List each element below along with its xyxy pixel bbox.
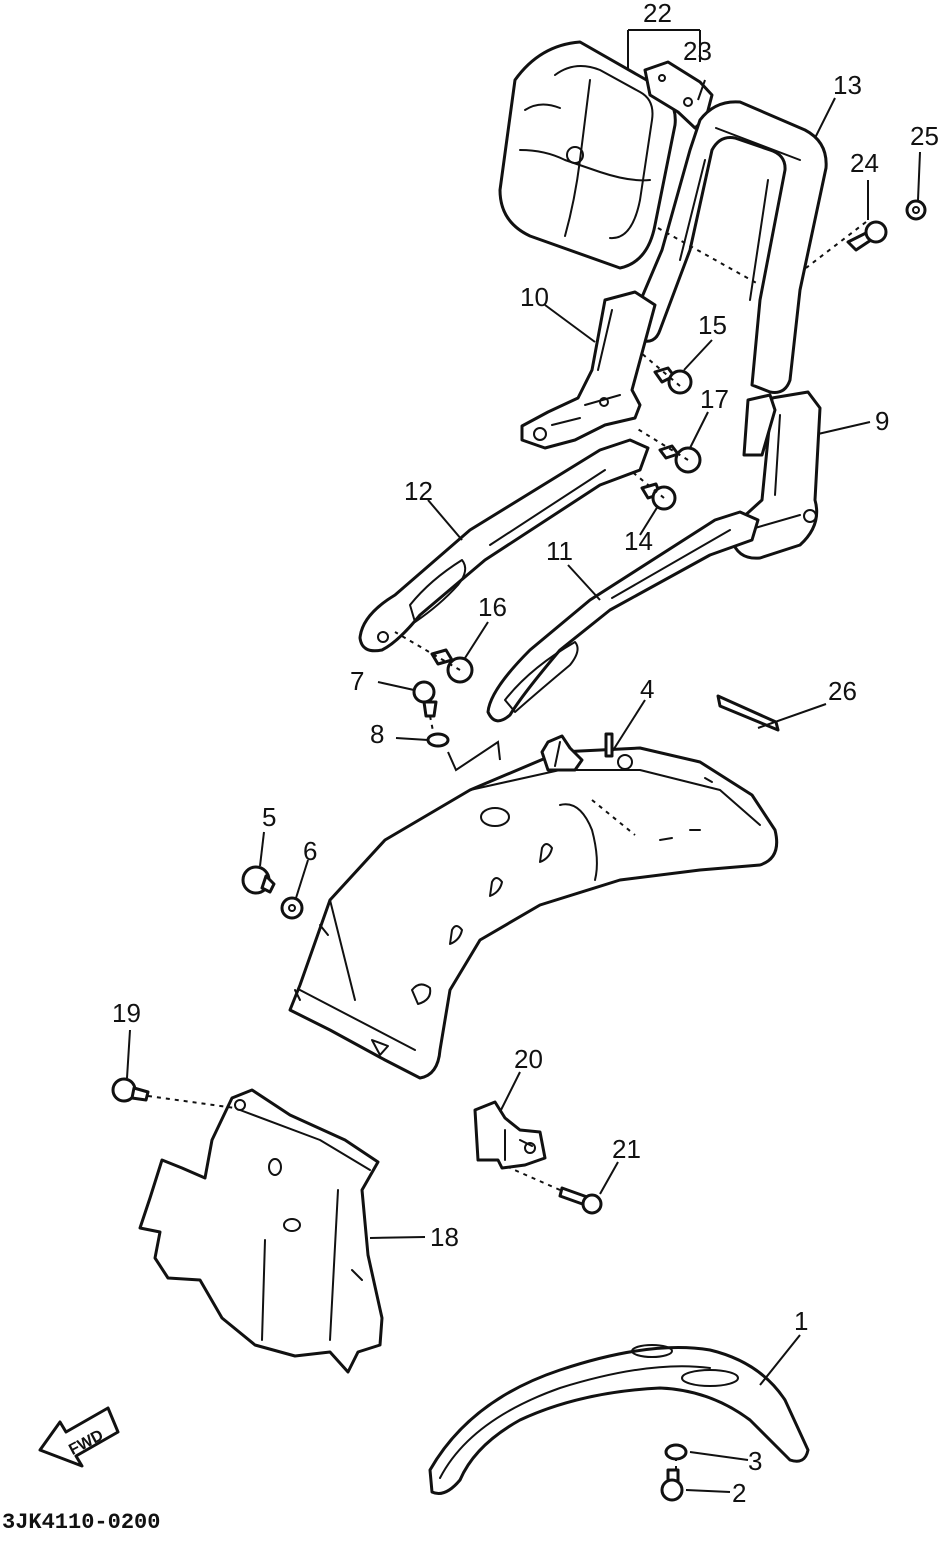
callout-18: 18 (430, 1222, 459, 1252)
bolt-19[interactable] (111, 1077, 150, 1103)
callout-26: 26 (828, 676, 857, 706)
grab-bar-left[interactable] (358, 438, 650, 653)
callout-20: 20 (514, 1044, 543, 1074)
callout-2: 2 (732, 1478, 746, 1508)
callout-19: 19 (112, 998, 141, 1028)
nut-6[interactable] (280, 896, 304, 920)
bolt-5[interactable] (241, 865, 276, 895)
nut-25[interactable] (905, 199, 927, 221)
backrest-pad[interactable] (498, 40, 677, 270)
callout-24: 24 (850, 148, 879, 178)
bolt-24[interactable] (846, 220, 888, 252)
callout-22: 22 (643, 0, 672, 28)
callout-14: 14 (624, 526, 653, 556)
callout-13: 13 (833, 70, 862, 100)
callout-17: 17 (700, 384, 729, 414)
callout-9: 9 (875, 406, 889, 436)
callout-8: 8 (370, 719, 384, 749)
fender-bolt-small[interactable] (604, 732, 614, 758)
front-fender[interactable] (428, 1344, 810, 1495)
callout-1: 1 (794, 1306, 808, 1336)
bolt-2[interactable] (660, 1468, 684, 1502)
callout-16: 16 (478, 592, 507, 622)
washer-8[interactable] (426, 732, 450, 748)
backrest-frame[interactable] (626, 100, 828, 394)
callout-11: 11 (546, 536, 573, 566)
cable-clamp[interactable] (473, 1100, 547, 1170)
callout-15: 15 (698, 310, 727, 340)
callout-numbers: 22 23 13 24 25 10 15 17 9 12 11 14 16 7 … (112, 0, 939, 1508)
grab-bar-right[interactable] (486, 510, 760, 723)
callout-6: 6 (303, 836, 317, 866)
callout-3: 3 (748, 1446, 762, 1476)
bolt-17[interactable] (658, 444, 702, 474)
screw-21[interactable] (558, 1186, 603, 1215)
fender-hook[interactable] (540, 734, 584, 772)
leader-lines (126, 29, 921, 1493)
callout-4: 4 (640, 674, 654, 704)
diagram-code: 3JK4110-0200 (2, 1510, 160, 1535)
forward-direction-arrow: FWD (38, 1406, 120, 1468)
callout-25: 25 (910, 121, 939, 151)
bolt-14[interactable] (640, 482, 677, 511)
callout-7: 7 (350, 666, 364, 696)
callout-10: 10 (520, 282, 549, 312)
callout-23: 23 (683, 36, 712, 66)
rear-fender[interactable] (288, 746, 779, 1080)
callout-21: 21 (612, 1134, 641, 1164)
nut-3[interactable] (664, 1443, 688, 1461)
label-26[interactable] (716, 694, 780, 732)
bolt-7[interactable] (412, 680, 438, 718)
callout-5: 5 (262, 802, 276, 832)
inner-fender[interactable] (138, 1088, 384, 1374)
bolt-15[interactable] (653, 366, 693, 395)
grab-bar-bracket-left[interactable] (520, 290, 657, 450)
callout-12: 12 (404, 476, 433, 506)
